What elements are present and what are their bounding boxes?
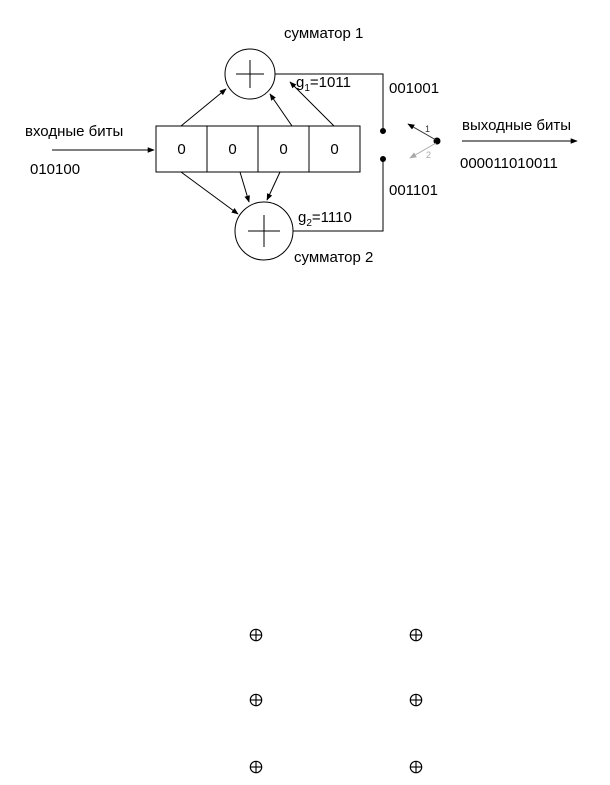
adder-2-output-bits: 001101 — [389, 182, 438, 199]
tap-arrow-1b — [180, 171, 239, 215]
register-cell: 0 — [330, 140, 339, 158]
register-cell: 0 — [228, 140, 237, 158]
switch-arm-1 — [407, 123, 437, 141]
register-cell: 0 — [279, 140, 288, 158]
adder-1-label: сумматор 1 — [284, 25, 364, 42]
tap-arrow-4 — [289, 81, 335, 127]
g2-label: g2=1110 — [298, 210, 352, 229]
g2-subscript: 2 — [306, 218, 312, 229]
input-bits: 010100 — [30, 161, 81, 178]
switch-contact-2 — [380, 156, 386, 162]
xor-symbol — [249, 693, 263, 707]
output-label: выходные биты — [462, 117, 572, 134]
xor-symbol — [249, 760, 263, 774]
adder-1-output-bits: 001001 — [389, 80, 440, 97]
adder-1-output-line — [275, 73, 384, 129]
switch-contact-1 — [380, 128, 386, 134]
register-cell: 0 — [177, 140, 186, 158]
switch-pos-1-label: 1 — [425, 124, 430, 134]
xor-symbol — [249, 628, 263, 642]
adder-2-label: сумматор 2 — [294, 249, 374, 266]
g2-symbol: g — [298, 209, 307, 226]
tap-arrow-3 — [269, 93, 293, 127]
tap-arrow-2b — [239, 171, 250, 203]
g2-value: =1110 — [311, 209, 352, 226]
g1-label: g1=1011 — [296, 75, 351, 94]
g1-symbol: g — [296, 74, 305, 91]
switch-pos-2-label: 2 — [426, 150, 431, 160]
g1-subscript: 1 — [304, 83, 310, 94]
tap-arrow-1 — [180, 88, 227, 127]
adder-2-output-line — [293, 161, 384, 232]
xor-symbol — [409, 693, 423, 707]
input-label: входные биты — [25, 123, 124, 140]
switch-arm-2 — [409, 142, 437, 159]
tap-arrow-3b — [266, 171, 281, 201]
xor-symbol — [409, 760, 423, 774]
output-bits: 000011010011 — [460, 155, 558, 172]
xor-symbol — [409, 628, 423, 642]
g1-value: =1011 — [309, 74, 351, 91]
